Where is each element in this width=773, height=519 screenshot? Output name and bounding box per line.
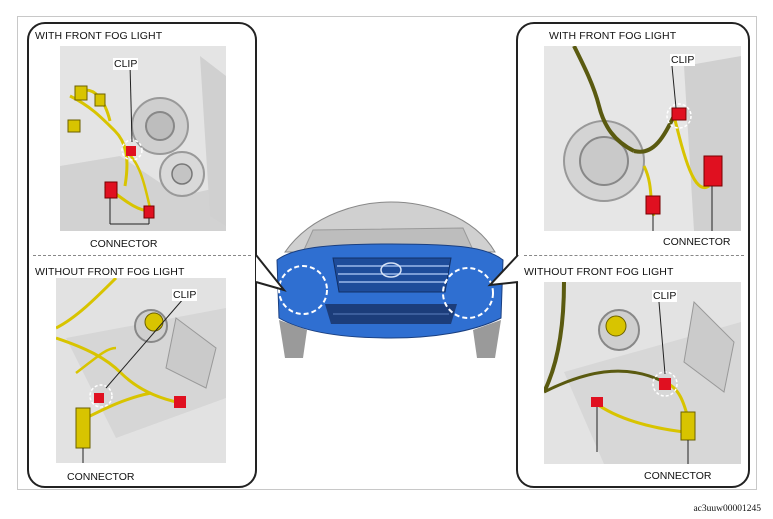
right-bottom-title: WITHOUT FRONT FOG LIGHT: [524, 266, 674, 278]
left-separator: [33, 255, 251, 256]
front-bumper-illustration: [273, 200, 506, 358]
left-top-photo: [60, 46, 226, 231]
right-separator: [524, 255, 744, 256]
figure-code: ac3uuw00001245: [693, 504, 761, 514]
left-top-illustration: [60, 46, 226, 231]
left-bottom-title: WITHOUT FRONT FOG LIGHT: [35, 266, 185, 278]
right-top-clip-label: CLIP: [670, 54, 696, 66]
left-bottom-connector-label: CONNECTOR: [66, 471, 136, 483]
right-top-connector-label: CONNECTOR: [662, 236, 732, 248]
right-bottom-clip-label: CLIP: [652, 290, 678, 302]
left-top-connector-label: CONNECTOR: [89, 238, 159, 250]
right-top-illustration: [544, 46, 741, 231]
right-bottom-photo: [544, 282, 741, 464]
left-bottom-illustration: [56, 278, 226, 463]
right-bottom-illustration: [544, 282, 741, 464]
left-bottom-clip-label: CLIP: [172, 289, 198, 301]
left-top-clip-label: CLIP: [113, 58, 139, 70]
car-front-svg: [276, 201, 504, 358]
figure-frame: [17, 16, 757, 490]
left-bottom-photo: [56, 278, 226, 463]
right-bottom-connector-label: CONNECTOR: [643, 470, 713, 482]
left-top-title: WITH FRONT FOG LIGHT: [35, 30, 163, 42]
right-top-photo: [544, 46, 741, 231]
right-top-title: WITH FRONT FOG LIGHT: [549, 30, 677, 42]
